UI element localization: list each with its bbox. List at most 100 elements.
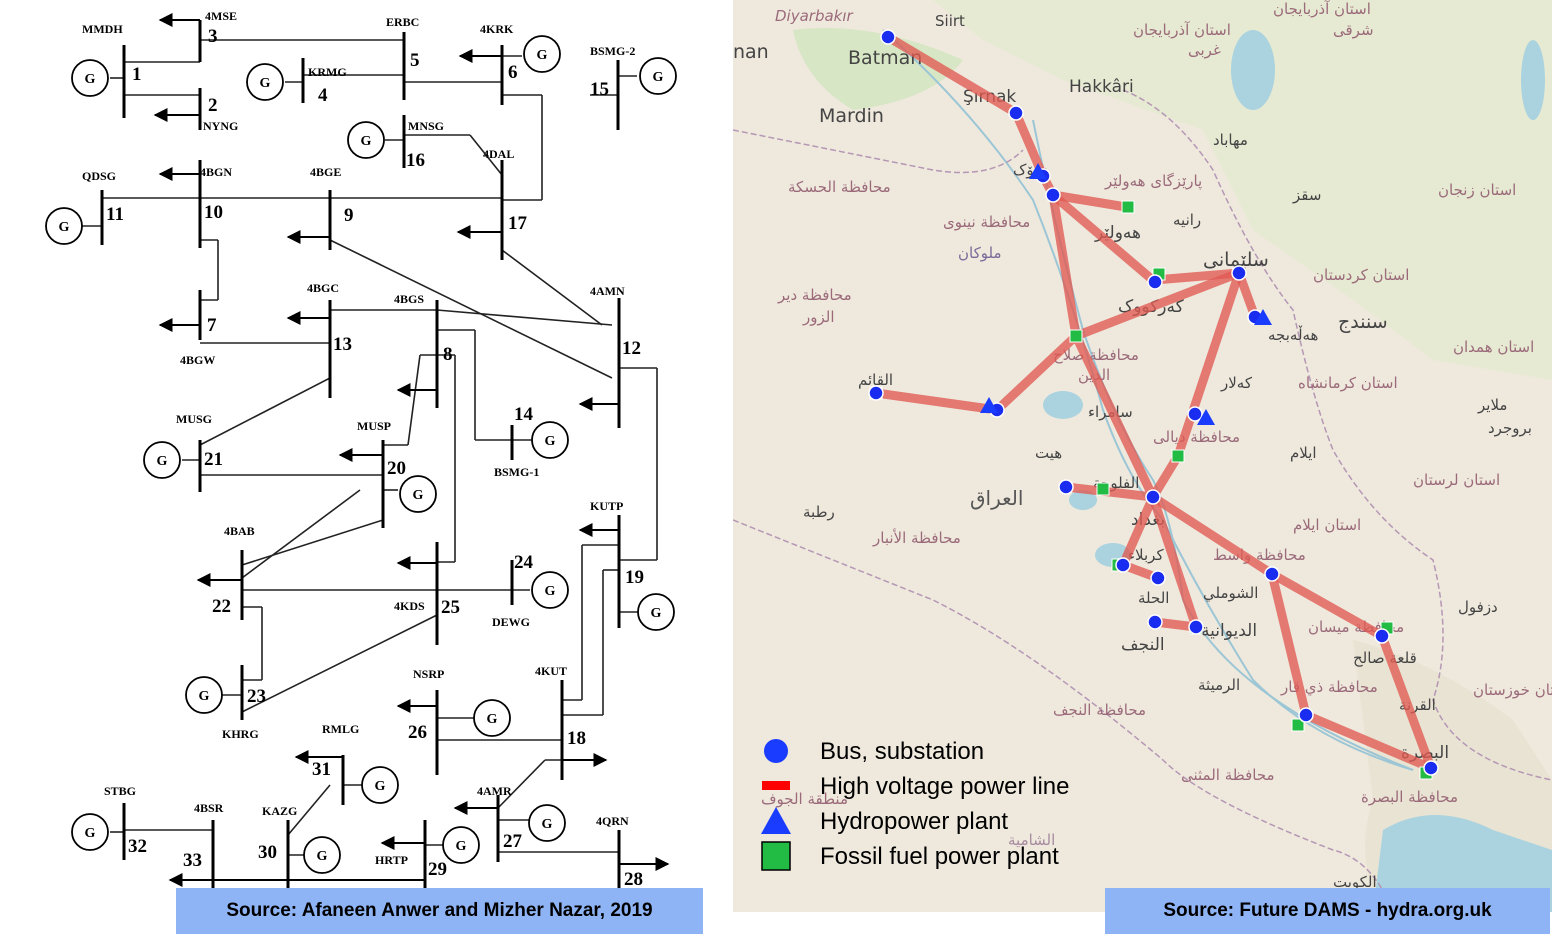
legend-item-fossil: Fossil fuel power plant [760,839,1069,874]
svg-text:G: G [651,606,662,621]
svg-text:Diyarbakır: Diyarbakır [775,7,854,25]
svg-text:الكويت: الكويت [1333,873,1377,891]
svg-text:محافظة صلاح: محافظة صلاح [1053,346,1139,364]
svg-text:محافظة الأنبار: محافظة الأنبار [872,528,961,547]
fossil-plant-marker [1096,482,1110,496]
hydropower-marker [1197,409,1215,425]
svg-text:قلعة صالح: قلعة صالح [1353,649,1417,667]
svg-text:G: G [545,434,556,449]
bus-name: MNSG [408,119,444,133]
bus-number: 29 [428,859,447,880]
svg-text:استان لرستان: استان لرستان [1413,471,1500,489]
bus-number: 20 [387,458,406,479]
fossil-plant-marker [1121,200,1135,214]
map-legend: Bus, substation High voltage power line … [760,734,1069,874]
svg-text:محافظة النجف: محافظة النجف [1053,701,1146,719]
svg-text:G: G [542,817,553,832]
bus-marker [880,29,896,45]
svg-text:الحلة: الحلة [1138,589,1169,607]
svg-text:القائم: القائم [858,371,893,389]
generator-icon: G [347,121,385,159]
bus-name: KHRG [222,727,259,741]
bus-name: MMDH [82,22,123,36]
svg-text:nan: nan [733,41,769,63]
svg-text:پارێزگای هەولێر: پارێزگای هەولێر [1104,172,1202,191]
hydropower-marker [980,397,998,413]
hydropower-marker [1029,163,1047,179]
svg-text:الزور: الزور [802,308,835,326]
bus-marker [1008,105,1024,121]
svg-text:الشامية: الشامية [1008,831,1055,849]
svg-text:G: G [413,488,424,503]
bus-name: 4QRN [596,814,629,828]
generator-icon: G [246,63,284,101]
bus-name: NYNG [203,119,238,133]
svg-text:G: G [487,712,498,727]
generator-icon: G [71,813,109,851]
bus-name: 4BAB [224,524,255,538]
bus-circle-icon [764,739,788,763]
svg-text:G: G [545,584,556,599]
bus-name: 4MSE [205,9,237,23]
svg-text:منطقة الجوف: منطقة الجوف [761,790,848,808]
svg-text:الديوانية: الديوانية [1201,621,1257,641]
bus-number: 21 [204,449,223,470]
bus-marker [1147,614,1163,630]
svg-text:النجف: النجف [1121,635,1165,655]
bus-marker [1188,619,1204,635]
svg-text:G: G [537,48,548,63]
fossil-plant-marker [1171,449,1185,463]
generator-icon: G [185,676,223,714]
bus-name: KAZG [262,804,297,818]
generator-icon: G [639,57,677,95]
svg-text:محافظة الحسكة: محافظة الحسكة [788,178,891,196]
map-markers [868,29,1439,780]
bus-number: 24 [514,552,534,573]
svg-text:الرميثة: الرميثة [1198,676,1240,694]
bus-marker [1423,760,1439,776]
bus-number: 28 [624,869,643,890]
bus-marker [1115,557,1131,573]
hydropower-triangle-icon [761,807,791,834]
bus-number: 23 [247,686,266,707]
bus-name: MUSP [357,419,391,433]
fossil-plant-marker [1291,718,1305,732]
bus-marker [1374,628,1390,644]
svg-text:ملاير: ملاير [1477,396,1507,414]
svg-text:رانيه: رانيه [1173,211,1201,229]
bus-name: BSMG-1 [494,465,539,479]
map-svg: Diyarbakır Siirt Batman Mardin Şırnak Ha… [733,0,1552,912]
bus-name: MUSG [176,412,212,426]
bus-name: 4BGE [310,165,341,179]
bus-number: 26 [408,722,427,743]
svg-text:کەلار: کەلار [1220,374,1253,392]
bus-number: 12 [622,338,641,359]
bus-number: 33 [183,850,202,871]
svg-text:G: G [157,454,168,469]
bus-number: 14 [514,404,534,425]
svg-text:G: G [59,220,70,235]
svg-text:Mardin: Mardin [819,105,884,127]
bus-name: QDSG [82,169,116,183]
bus-number: 15 [590,79,609,100]
svg-text:العراق: العراق [970,486,1023,510]
bus-number: 9 [344,205,354,226]
svg-text:سقز: سقز [1292,186,1321,204]
right-source-caption: Source: Future DAMS - hydra.org.uk [1105,888,1550,934]
bus-labels: 1 MMDH 2 NYNG 3 4MSE 4 KRMG 5 ERBC 6 4KR… [82,9,644,890]
svg-text:شرقی: شرقی [1333,21,1374,39]
bus-name: HRTP [375,853,408,867]
generator-icon: G [71,59,109,97]
svg-text:G: G [375,779,386,794]
svg-text:محافظة دير: محافظة دير [777,286,852,304]
svg-text:استان ايلام: استان ايلام [1293,516,1361,534]
busbars [100,20,621,890]
legend-item-hydro: Hydropower plant [760,804,1069,839]
svg-text:هەڵەبجە: هەڵەبجە [1268,325,1319,344]
bus-number: 8 [443,344,453,365]
svg-text:G: G [260,76,271,91]
bus-marker [1264,566,1280,582]
bus-name: 4BGW [180,353,215,367]
svg-text:استان خوزستان: استان خوزستان [1473,681,1552,699]
